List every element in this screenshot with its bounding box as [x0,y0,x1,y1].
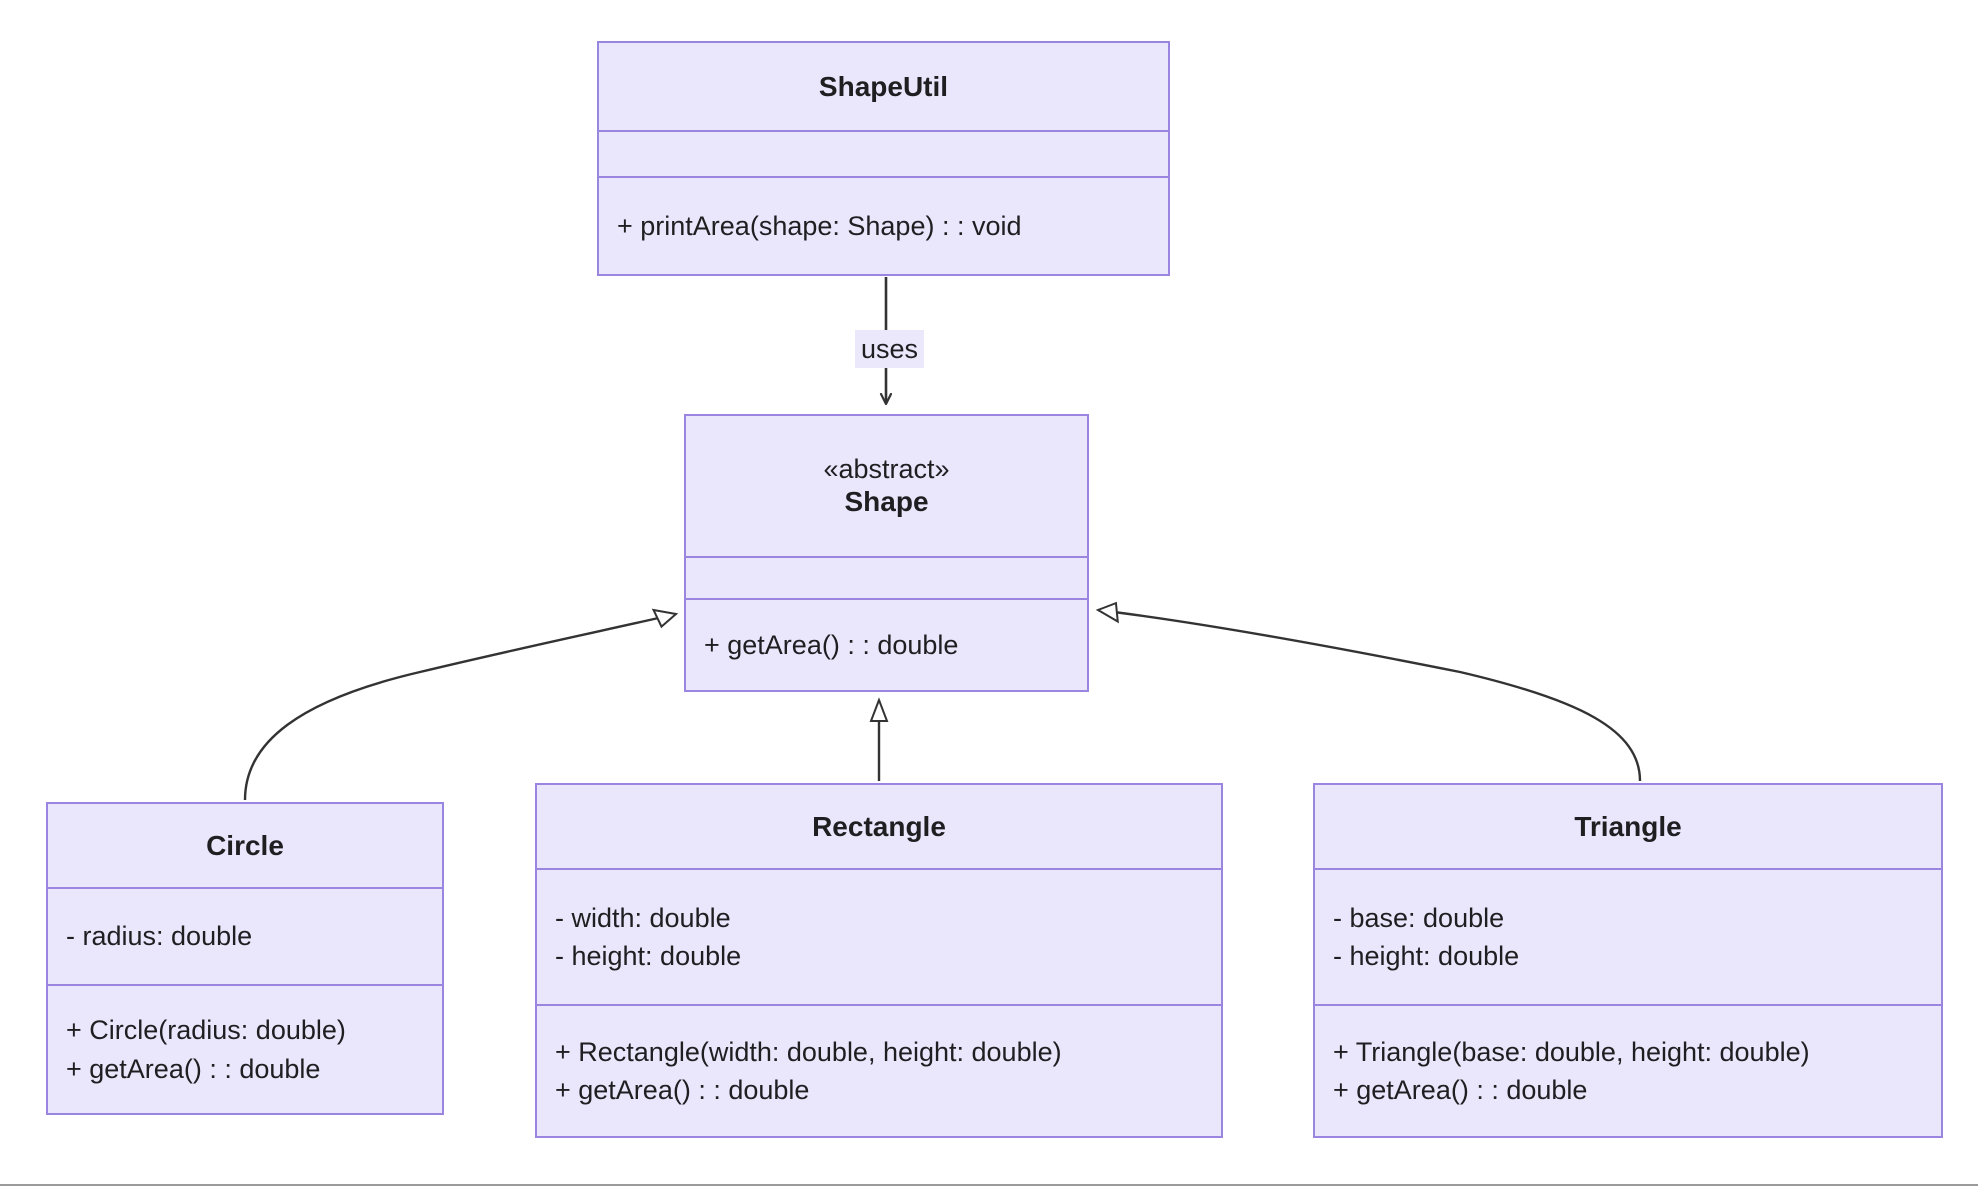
class-box-triangle[interactable]: Triangle - base: double - height: double… [1313,783,1943,1138]
class-title-compartment: Triangle [1315,785,1941,868]
class-title-compartment: Rectangle [537,785,1221,868]
footer-divider [0,1184,1978,1186]
class-stereotype-shape: «abstract» [823,453,950,484]
class-title-compartment: Circle [48,804,442,887]
class-attributes-compartment: - width: double - height: double [537,868,1221,1004]
class-name-triangle: Triangle [1574,810,1682,842]
class-method: + printArea(shape: Shape) : : void [617,210,1022,241]
edge-circle-inherits-shape [243,608,679,801]
class-method: + getArea() : : double [1333,1075,1588,1105]
class-title-compartment: «abstract» Shape [686,416,1087,556]
class-box-shape[interactable]: «abstract» Shape + getArea() : : double [684,414,1089,692]
class-attribute: - width: double [555,902,731,933]
class-name-shape: Shape [844,485,929,517]
class-attribute: - height: double [555,941,742,971]
class-box-circle[interactable]: Circle - radius: double + Circle(radius:… [46,802,444,1115]
class-name-rectangle: Rectangle [812,810,946,842]
class-name-shapeutil: ShapeUtil [818,70,949,102]
class-box-rectangle[interactable]: Rectangle - width: double - height: doub… [535,783,1223,1138]
class-methods-compartment: + Rectangle(width: double, height: doubl… [537,1004,1221,1136]
class-method: + Triangle(base: double, height: double) [1333,1036,1810,1067]
class-attributes-compartment: - radius: double [48,887,442,984]
class-attribute: - base: double [1333,902,1505,933]
class-method: + Circle(radius: double) [66,1015,346,1046]
class-methods-compartment: + printArea(shape: Shape) : : void [599,176,1168,274]
class-methods-compartment: + Circle(radius: double) + getArea() : :… [48,984,442,1113]
class-attribute: - radius: double [66,921,253,952]
edge-triangle-inherits-shape [1095,601,1642,782]
class-method: + getArea() : : double [555,1075,810,1105]
class-attributes-compartment [686,556,1087,598]
class-attributes-compartment [599,130,1168,176]
class-methods-compartment: + getArea() : : double [686,598,1087,690]
class-attribute: - height: double [1333,941,1520,971]
class-attributes-compartment: - base: double - height: double [1315,868,1941,1004]
class-box-shapeutil[interactable]: ShapeUtil + printArea(shape: Shape) : : … [597,41,1170,276]
class-title-compartment: ShapeUtil [599,43,1168,130]
edge-label-uses: uses [855,330,925,369]
class-method: + getArea() : : double [66,1053,321,1084]
class-method: + Rectangle(width: double, height: doubl… [555,1036,1062,1067]
class-method: + getArea() : : double [704,629,959,660]
class-name-circle: Circle [206,829,284,861]
class-methods-compartment: + Triangle(base: double, height: double)… [1315,1004,1941,1136]
